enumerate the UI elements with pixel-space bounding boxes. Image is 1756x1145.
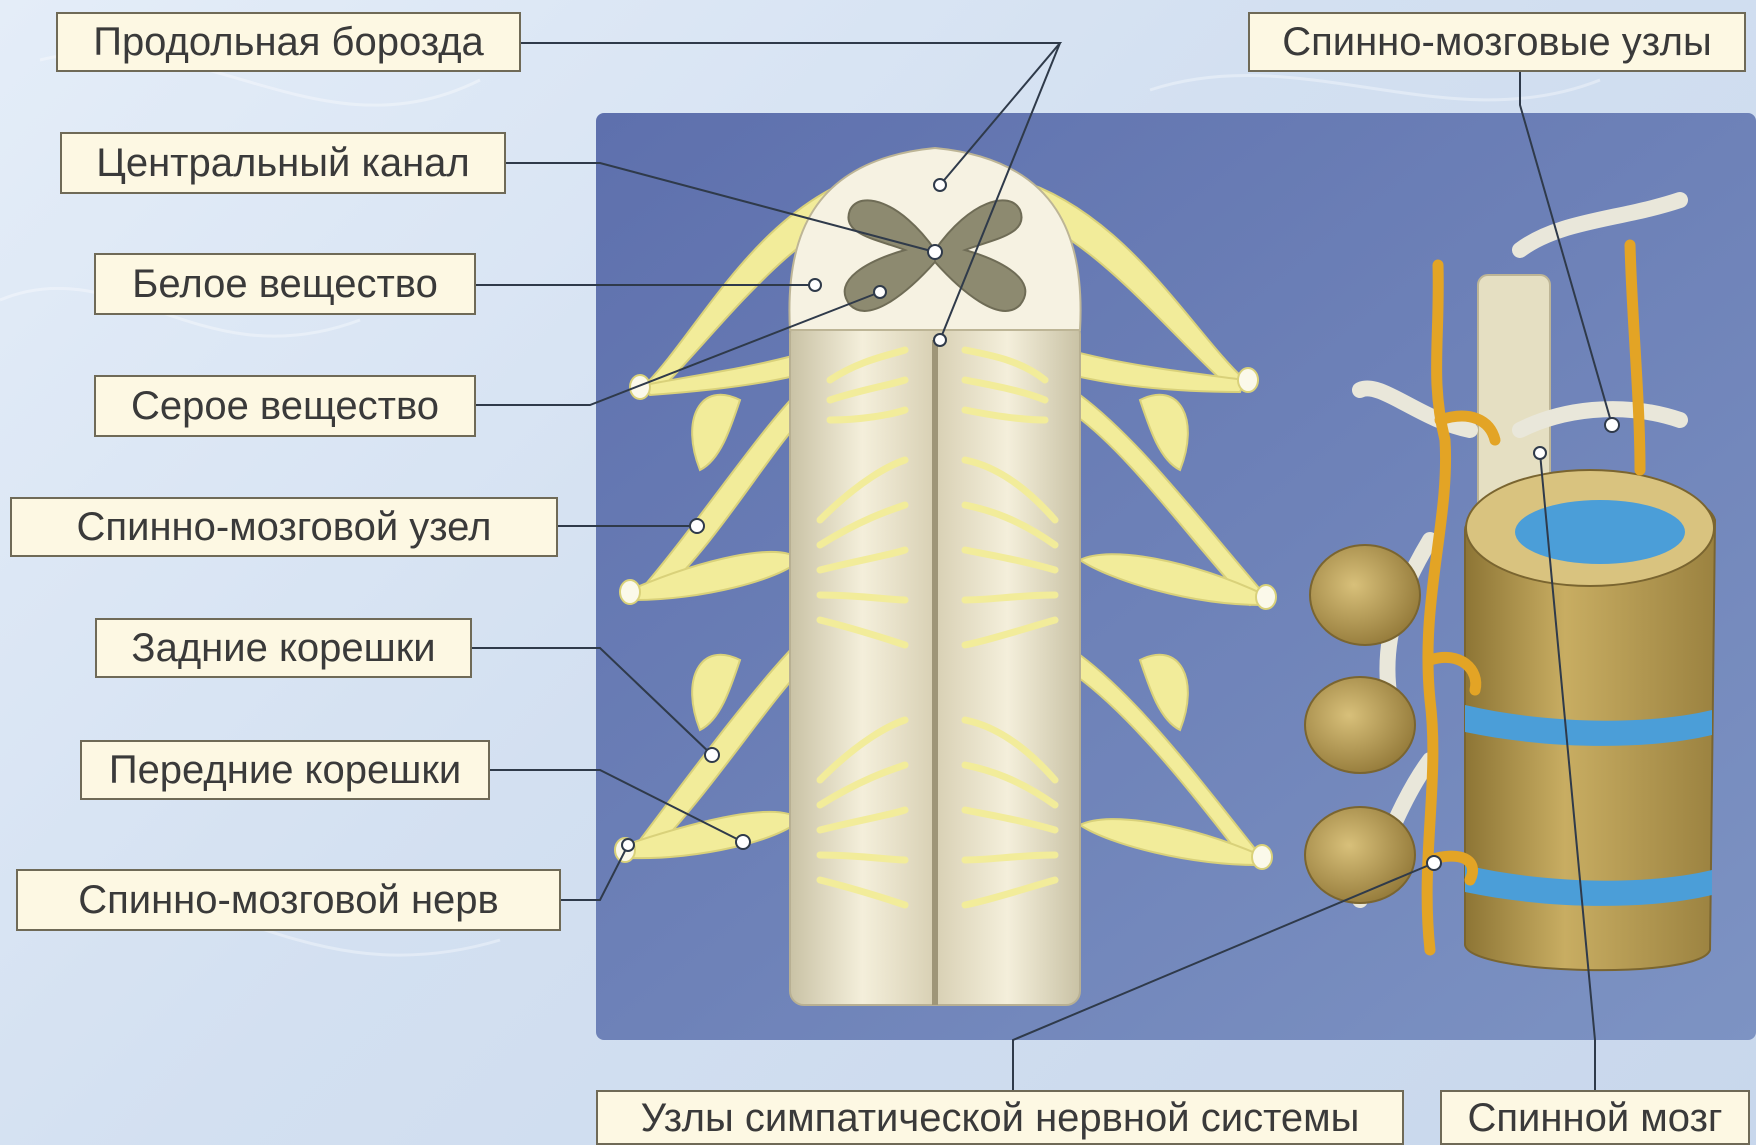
label-spinal-nerve: Спинно-мозговой нерв bbox=[16, 869, 561, 931]
disc-top bbox=[1515, 500, 1685, 564]
label-longitudinal-groove: Продольная борозда bbox=[56, 12, 521, 72]
label-anterior-roots: Передние корешки bbox=[80, 740, 490, 800]
label-posterior-roots: Задние корешки bbox=[95, 618, 472, 678]
label-sympathetic-nodes: Узлы симпатической нервной системы bbox=[596, 1090, 1404, 1145]
label-white-matter: Белое вещество bbox=[94, 253, 476, 315]
label-spinal-ganglion: Спинно-мозговой узел bbox=[10, 497, 558, 557]
label-central-canal: Центральный канал bbox=[60, 132, 506, 194]
label-gray-matter: Серое вещество bbox=[94, 375, 476, 437]
label-spinal-ganglia: Спинно-мозговые узлы bbox=[1248, 12, 1746, 72]
vertebra-processes bbox=[1305, 545, 1420, 903]
label-spinal-cord: Спинной мозг bbox=[1440, 1090, 1750, 1145]
